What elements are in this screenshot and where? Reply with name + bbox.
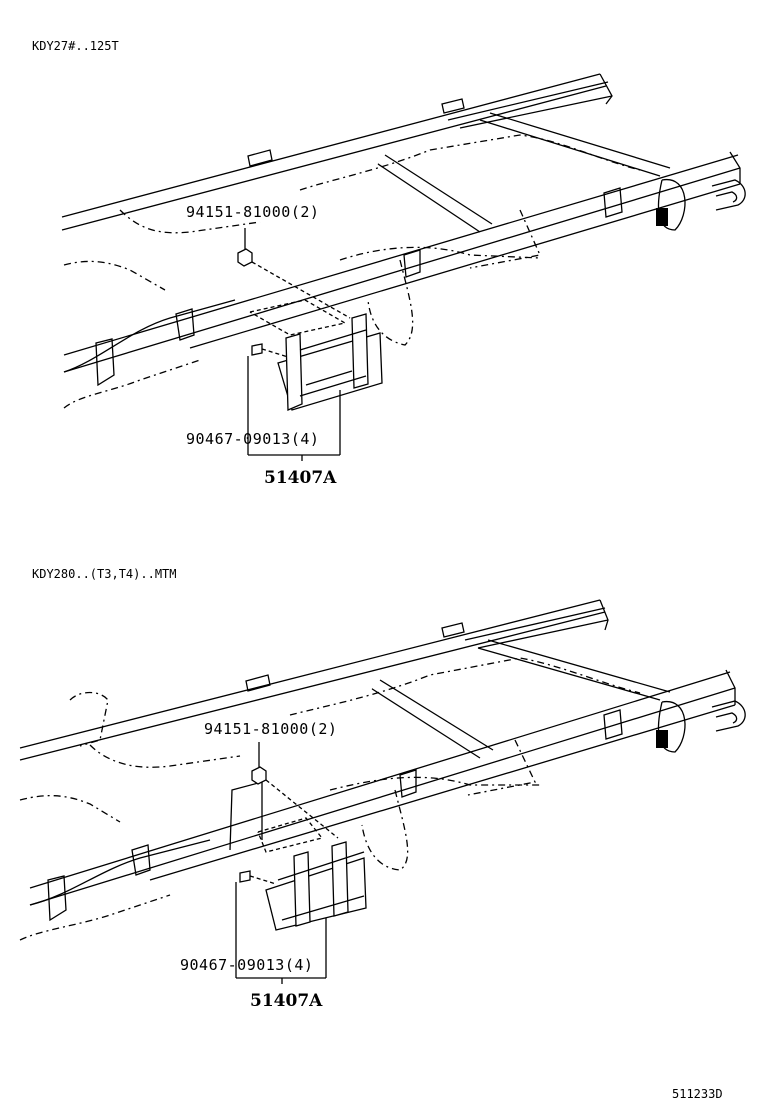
body-outline-dashed-2 (19, 657, 641, 941)
nut-icon (237, 228, 253, 267)
section-1: KDY27#..125T (32, 39, 746, 488)
tow-hook (711, 179, 746, 211)
tow-hook-2 (711, 700, 746, 732)
section-1-bolt-label: 90467-09013(4) (186, 430, 319, 448)
diagram-id: 511233D (672, 1087, 723, 1101)
protector-plate-2 (265, 841, 367, 931)
section-2-assembly-label: 51407A (250, 991, 323, 1011)
bolt-icon (243, 343, 289, 455)
rail-brackets-2 (47, 701, 686, 922)
section-2: KDY280..(T3,T4)..MTM (19, 567, 746, 1011)
frame-rail-upper (61, 73, 613, 231)
crossmembers (247, 98, 671, 233)
section-1-assembly-label: 51407A (264, 468, 337, 488)
nut-icon-2 (251, 742, 267, 785)
section-2-nut-label: 94151-81000(2) (204, 720, 337, 738)
section-1-caption: KDY27#..125T (32, 39, 119, 53)
bolt-icon-2 (231, 870, 277, 978)
rail-brackets (95, 179, 686, 387)
section-1-nut-label: 94151-81000(2) (186, 203, 319, 221)
frame-rail-upper-2 (19, 599, 609, 761)
section-2-bolt-label: 90467-09013(4) (180, 956, 313, 974)
frame-rail-lower (63, 151, 741, 373)
body-outline-dashed (63, 134, 641, 409)
section-2-caption: KDY280..(T3,T4)..MTM (32, 567, 177, 581)
protector-plate (277, 313, 383, 411)
crossmembers-2 (245, 622, 671, 759)
